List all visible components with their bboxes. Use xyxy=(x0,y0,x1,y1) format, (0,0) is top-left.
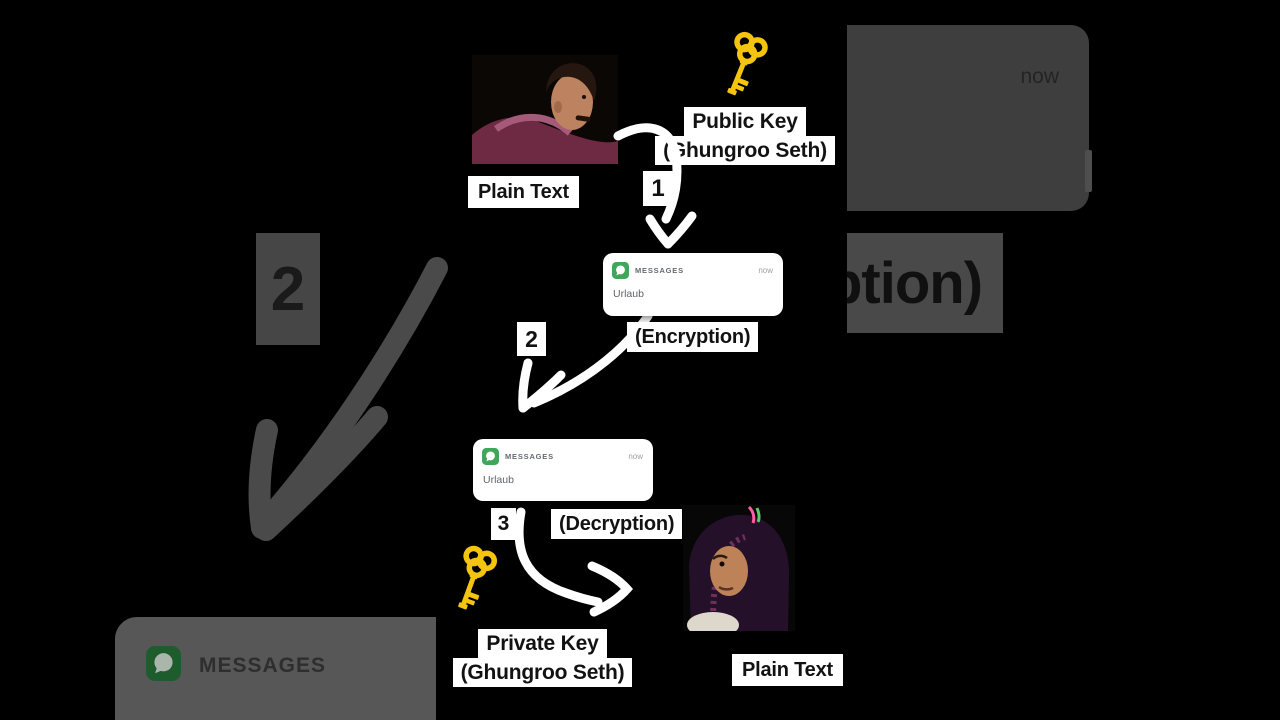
background-messages-app-name: MESSAGES xyxy=(199,654,327,677)
private-key-icon xyxy=(458,545,498,610)
background-timestamp: now xyxy=(1020,65,1059,88)
public-key-label-line2: (Ghungroo Seth) xyxy=(655,136,835,165)
notification-card-received: MESSAGES now Urlaub xyxy=(473,439,653,501)
private-key-label-line1: Private Key xyxy=(478,629,607,658)
private-key-label: Private Key (Ghungroo Seth) xyxy=(440,629,645,687)
messages-app-icon xyxy=(482,448,499,465)
messages-app-icon xyxy=(146,646,181,681)
notification-message-text: Urlaub xyxy=(483,474,514,486)
step-1-badge: 1 xyxy=(643,171,673,206)
background-messages-card: MESSAGES xyxy=(115,617,436,720)
background-encryption-label-fragment: ption) xyxy=(847,233,1003,333)
background-step-box-edge xyxy=(1085,150,1092,192)
messages-app-icon xyxy=(612,262,629,279)
public-key-label: Public Key (Ghungroo Seth) xyxy=(640,107,850,165)
background-step-2-box: 2 xyxy=(256,233,320,345)
notification-app-name: MESSAGES xyxy=(635,266,684,275)
photo-receiver-plain-text xyxy=(683,505,795,631)
public-key-icon xyxy=(727,31,768,96)
photo-sender-plain-text xyxy=(472,55,618,164)
private-key-label-line2: (Ghungroo Seth) xyxy=(452,658,633,687)
public-key-label-line1: Public Key xyxy=(684,107,806,136)
step-3-badge: 3 xyxy=(491,508,516,540)
notification-app-name: MESSAGES xyxy=(505,452,554,461)
background-notification-card: now xyxy=(847,25,1089,211)
encryption-label: (Encryption) xyxy=(627,322,759,352)
background-step-2-text: 2 xyxy=(270,254,306,324)
notification-card-encrypted: MESSAGES now Urlaub xyxy=(603,253,783,316)
step-2-badge: 2 xyxy=(517,322,546,356)
background-encryption-text: ption) xyxy=(847,250,983,316)
notification-timestamp: now xyxy=(758,266,773,275)
plain-text-label-top: Plain Text xyxy=(468,176,579,208)
notification-timestamp: now xyxy=(628,452,643,461)
plain-text-label-bottom: Plain Text xyxy=(732,654,843,686)
decryption-label: (Decryption) xyxy=(551,509,683,539)
notification-message-text: Urlaub xyxy=(613,288,644,300)
